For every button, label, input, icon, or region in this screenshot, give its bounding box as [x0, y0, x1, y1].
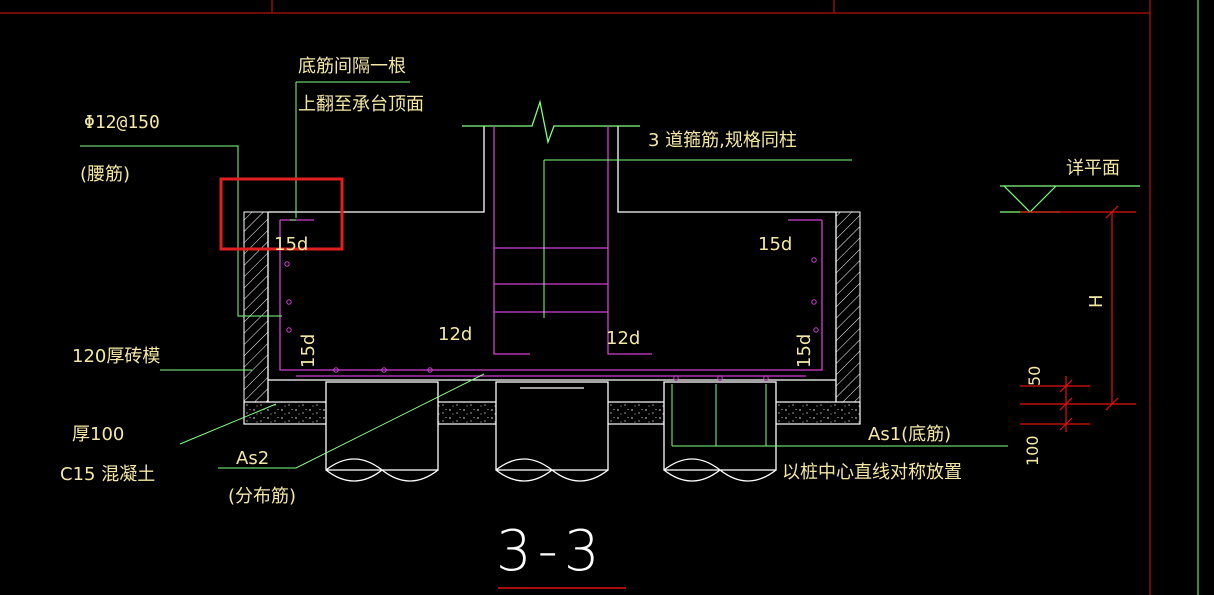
piles [325, 381, 777, 482]
pile-right [663, 381, 777, 482]
drawing-frame [0, 0, 1151, 595]
cushion-concrete-label: C15 混凝土 [60, 464, 155, 485]
stirrup-note: 3 道箍筋,规格同柱 [648, 130, 797, 151]
anchor-15d-left-vertical: 15d [298, 334, 319, 368]
column-bar-left [493, 126, 530, 355]
highlight-box [219, 177, 344, 251]
anchor-15d-right-vertical: 15d [794, 334, 815, 368]
cushion-thickness-label: 厚100 [72, 424, 124, 445]
waist-bar-name: (腰筋) [80, 164, 130, 185]
see-plan-label: 详平面 [1066, 158, 1120, 179]
dim-100-label: 100 [1023, 435, 1042, 466]
leader-lines [80, 81, 1008, 469]
dimension-lines [1020, 205, 1136, 432]
anchor-12d-right: 12d [606, 328, 640, 349]
pile-note: 以桩中心直线对称放置 [782, 462, 962, 483]
bottom-bar-note-line1: 底筋间隔一根 [298, 56, 406, 77]
brick-form-label: 120厚砖模 [72, 346, 160, 367]
elevation-mark [1000, 185, 1140, 213]
bottom-bar [279, 220, 823, 371]
as2-name: (分布筋) [228, 486, 296, 507]
waist-bar-spec: Φ12@150 [84, 112, 160, 133]
column-break [462, 99, 640, 145]
height-label: H [1086, 294, 1107, 308]
pile-cap-outline [267, 126, 837, 402]
as2-label: As2 [236, 448, 269, 469]
anchor-12d-left: 12d [438, 324, 472, 345]
section-title: 3-3 [496, 519, 605, 584]
pile-left [325, 381, 439, 482]
annotations: 底筋间隔一根 上翻至承台顶面 Φ12@150 (腰筋) 3 道箍筋,规格同柱 详… [60, 56, 1120, 584]
as1-label: As1(底筋) [868, 424, 951, 445]
anchor-15d-left-top: 15d [274, 234, 308, 255]
bottom-bar-note-line2: 上翻至承台顶面 [298, 94, 424, 115]
column-bar-right [607, 126, 652, 355]
dim-50-label: 50 [1025, 366, 1044, 386]
anchor-15d-right-top: 15d [758, 234, 792, 255]
pile-middle [495, 381, 609, 482]
rebar [279, 126, 823, 377]
rebar-dots [284, 257, 819, 381]
